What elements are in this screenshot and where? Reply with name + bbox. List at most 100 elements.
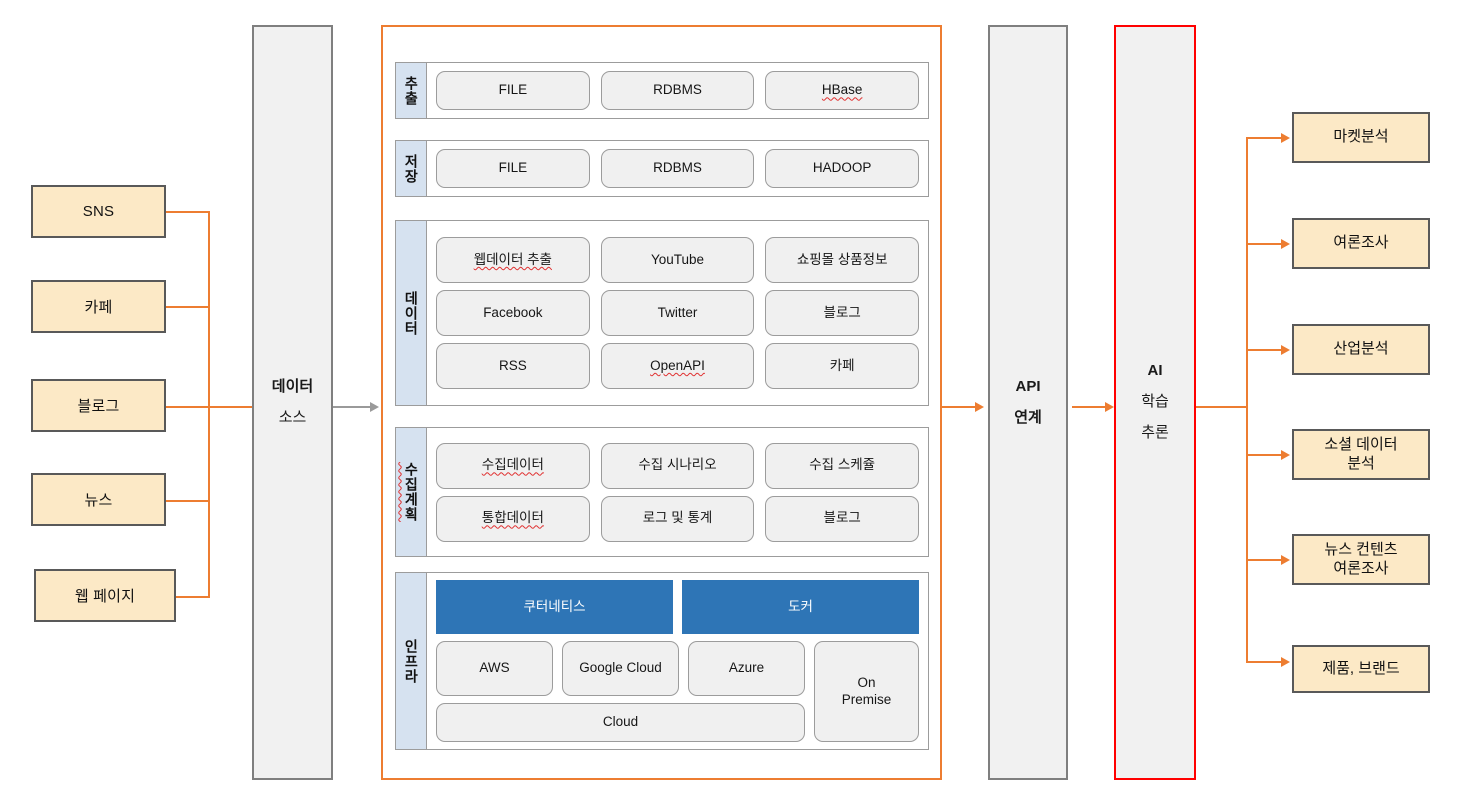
pill-log-stats[interactable]: 로그 및 통계 — [600, 495, 755, 542]
output-box-industry-analysis[interactable]: 산업분석 — [1292, 324, 1430, 375]
pill-row: 통합데이터 로그 및 통계 블로그 — [436, 495, 920, 542]
pill-kubernetes[interactable]: 쿠터네티스 — [436, 580, 673, 634]
connector-api-ai — [1072, 406, 1110, 408]
section-extract: 추출 FILE RDBMS HBase — [395, 62, 929, 119]
pill-label: YouTube — [650, 251, 705, 267]
output-box-public-opinion-survey[interactable]: 여론조사 — [1292, 218, 1430, 269]
section-label-data: 데이터 — [396, 221, 427, 405]
output-box-news-content-opinion[interactable]: 뉴스 컨텐츠 여론조사 — [1292, 534, 1430, 585]
arrow-api-ai-icon — [1105, 402, 1114, 412]
pill-collect-data[interactable]: 수집데이터 — [436, 442, 590, 489]
section-body-storage: FILE RDBMS HADOOP — [427, 141, 928, 196]
pill-google-cloud[interactable]: Google Cloud — [562, 641, 679, 697]
connector-platform-api — [942, 406, 980, 408]
pill-openapi[interactable]: OpenAPI — [600, 343, 755, 389]
output-line2: 분석 — [1347, 454, 1375, 472]
api-line1: API — [1015, 377, 1041, 395]
datasource-column[interactable]: 데이터 소스 — [252, 25, 333, 780]
output-line1: 뉴스 컨텐츠 — [1324, 540, 1398, 558]
connector-out-3 — [1246, 454, 1286, 456]
pill-hbase[interactable]: HBase — [765, 71, 920, 110]
pill-cloud-bar[interactable]: Cloud — [436, 703, 805, 742]
section-label-text: 추출 — [403, 75, 420, 106]
connector-out-5 — [1246, 661, 1286, 663]
pill-label-line1: On — [857, 675, 876, 691]
output-line1: 여론조사 — [1333, 234, 1389, 252]
pill-facebook[interactable]: Facebook — [436, 290, 590, 336]
arrow-out-4-icon — [1281, 555, 1290, 565]
section-storage: 저장 FILE RDBMS HADOOP — [395, 140, 929, 197]
pill-label: 수집 스케쥴 — [809, 457, 876, 473]
source-box-news[interactable]: 뉴스 — [31, 473, 166, 526]
pill-file[interactable]: FILE — [436, 149, 590, 188]
output-box-market-analysis[interactable]: 마켓분석 — [1292, 112, 1430, 163]
api-column[interactable]: API 연계 — [988, 25, 1068, 780]
output-box-social-data-analysis[interactable]: 소셜 데이터 분석 — [1292, 429, 1430, 480]
source-box-blog[interactable]: 블로그 — [31, 379, 166, 432]
pill-rdbms[interactable]: RDBMS — [600, 71, 755, 110]
pill-label: Facebook — [483, 304, 543, 320]
pill-label-line2: Premise — [841, 691, 892, 707]
pill-collect-scenario[interactable]: 수집 시나리오 — [600, 442, 755, 489]
pill-file[interactable]: FILE — [436, 71, 590, 110]
arrow-out-3-icon — [1281, 450, 1290, 460]
pill-shopping-mall[interactable]: 쇼핑몰 상품정보 — [765, 237, 920, 283]
section-body-data: 웹데이터 추출 YouTube 쇼핑몰 상품정보 Facebook Twitte… — [427, 221, 928, 405]
pill-youtube[interactable]: YouTube — [600, 237, 755, 283]
ai-line2: 학습 — [1141, 393, 1169, 411]
section-label-text: 저장 — [403, 153, 420, 184]
pill-rss[interactable]: RSS — [436, 343, 590, 389]
section-label-text: 수집계획 — [403, 462, 420, 522]
source-label: SNS — [82, 203, 115, 220]
pill-label: RSS — [498, 357, 527, 373]
pill-row: 수집데이터 수집 시나리오 수집 스케쥴 — [436, 442, 920, 489]
source-label: 카페 — [84, 299, 113, 316]
connector-sns-h — [166, 211, 210, 213]
pill-blog[interactable]: 블로그 — [765, 290, 920, 336]
pill-label: 수집데이터 — [481, 457, 544, 473]
pill-label: Azure — [728, 660, 765, 676]
arrow-out-0-icon — [1281, 133, 1290, 143]
section-body-collection-plan: 수집데이터 수집 시나리오 수집 스케쥴 통합데이터 로그 및 통계 — [427, 428, 928, 556]
infra-orchestration-row: 쿠터네티스 도커 — [436, 580, 919, 634]
ai-column[interactable]: AI 학습 추론 — [1114, 25, 1196, 780]
pill-label: HADOOP — [812, 160, 872, 176]
pill-azure[interactable]: Azure — [688, 641, 805, 697]
api-line2: 연계 — [1014, 408, 1042, 426]
source-box-webpage[interactable]: 웹 페이지 — [34, 569, 176, 622]
pill-aws[interactable]: AWS — [436, 641, 553, 697]
pill-label: RDBMS — [653, 160, 702, 176]
connector-sns-v — [208, 211, 210, 407]
pill-blog[interactable]: 블로그 — [765, 495, 920, 542]
pill-on-premise[interactable]: On Premise — [814, 641, 919, 742]
pill-label: 쿠터네티스 — [523, 598, 586, 614]
pill-label: AWS — [479, 660, 510, 676]
source-box-cafe[interactable]: 카페 — [31, 280, 166, 333]
pill-cafe[interactable]: 카페 — [765, 343, 920, 389]
section-label-extract: 추출 — [396, 63, 427, 118]
output-line2: 여론조사 — [1333, 559, 1389, 577]
pill-integrated-data[interactable]: 통합데이터 — [436, 495, 590, 542]
pill-label: 수집 시나리오 — [638, 457, 717, 473]
pill-hadoop[interactable]: HADOOP — [765, 149, 920, 188]
arrow-datasource-platform-icon — [370, 402, 379, 412]
pill-label: Cloud — [602, 714, 639, 730]
connector-out-4 — [1246, 559, 1286, 561]
pill-label: 웹데이터 추출 — [473, 251, 552, 267]
section-infra: 인프라 쿠터네티스 도커 AWS — [395, 572, 929, 750]
platform-panel: 추출 FILE RDBMS HBase 저장 — [381, 25, 942, 780]
pill-docker[interactable]: 도커 — [682, 580, 919, 634]
pill-label: 도커 — [788, 598, 813, 614]
pill-twitter[interactable]: Twitter — [600, 290, 755, 336]
pill-collect-schedule[interactable]: 수집 스케쥴 — [765, 442, 920, 489]
pill-rdbms[interactable]: RDBMS — [600, 149, 755, 188]
datasource-line1: 데이터 — [271, 377, 314, 395]
pill-web-data-extract[interactable]: 웹데이터 추출 — [436, 237, 590, 283]
pill-label: FILE — [498, 82, 528, 98]
pill-label: Twitter — [657, 304, 698, 320]
ai-line3: 추론 — [1141, 423, 1169, 441]
connector-cafe-h — [166, 306, 210, 308]
output-box-product-brand[interactable]: 제품, 브랜드 — [1292, 645, 1430, 693]
arrow-out-2-icon — [1281, 345, 1290, 355]
source-box-sns[interactable]: SNS — [31, 185, 166, 238]
